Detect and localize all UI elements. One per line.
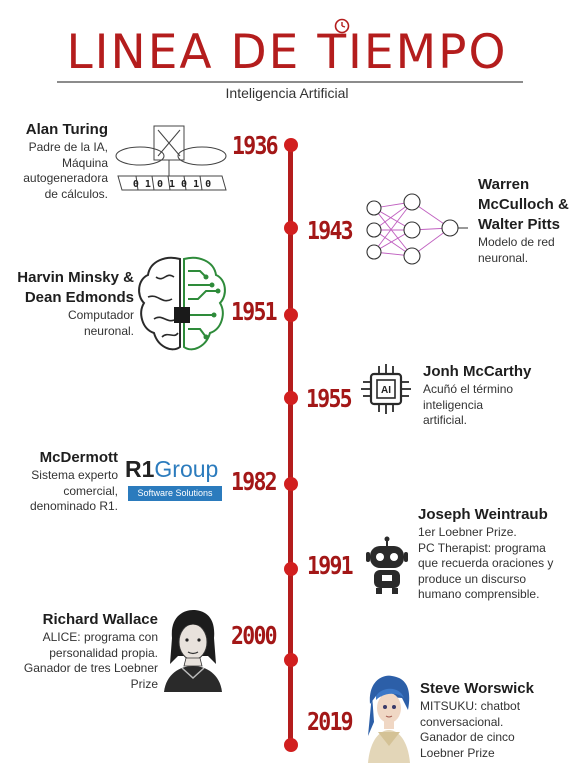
clock-icon [334,18,350,34]
event-1982-text: McDermott Sistema experto comercial, den… [2,448,118,515]
year-label: 1982 [231,467,278,496]
event-desc-line: Prize [130,676,158,691]
event-1943-text: Warren McCulloch & Walter Pitts Modelo d… [478,175,574,266]
alice-portrait [164,610,222,692]
event-1991-text: Joseph Weintraub 1er Loebner Prize. PC T… [418,505,574,603]
timeline-dot-1951 [284,308,298,322]
event-name: Walter Pitts [478,216,560,233]
year-label: 1991 [307,551,354,580]
event-desc-line: Acuñó el término [423,382,514,396]
ai-chip-icon: AI [361,364,411,414]
event-name: Richard Wallace [42,611,158,628]
year-label: 1955 [306,384,353,413]
event-name: Jonh McCarthy [423,363,532,380]
event-desc-line: Ganador de cinco [420,730,515,744]
event-name: Harvin Minsky & [17,269,134,286]
event-name: Dean Edmonds [24,289,134,306]
event-desc-line: PC Therapist: programa [418,540,546,555]
robot-icon [366,536,408,594]
year-label: 2019 [307,707,354,736]
event-name: Alan Turing [25,121,108,138]
timeline-dot-1943 [284,221,298,235]
event-desc-line: neuronal. [83,323,134,338]
event-desc-line: humano comprensible. [418,587,540,601]
event-desc-line: conversacional. [420,714,504,729]
year-label: 2000 [231,621,278,650]
event-1955-text: Jonh McCarthy Acuñó el término inteligen… [423,362,543,429]
event-name: Steve Worswick [420,680,534,697]
event-desc-line: 1er Loebner Prize. [418,525,517,539]
timeline-dot-1982 [284,477,298,491]
event-desc-line: denominado R1. [29,499,118,513]
event-name: Joseph Weintraub [418,506,548,523]
logo-r1-text: R1 [125,456,155,482]
turing-tape-text: 0 1 0 1 0 1 0 [133,179,211,190]
circuit-brain-icon [138,256,226,351]
event-2019-text: Steve Worswick MITSUKU: chatbot conversa… [420,679,570,761]
event-desc-line: Máquina [61,155,108,170]
event-desc-line: artificial. [423,413,468,427]
event-name: Warren [478,176,530,193]
timeline-dot-2019 [284,738,298,752]
event-desc-line: Loebner Prize [420,745,495,760]
mitsuku-avatar [368,675,410,763]
event-desc-line: ALICE: programa con [42,630,158,644]
event-2000-text: Richard Wallace ALICE: programa con pers… [2,610,158,692]
event-desc-line: Computador [67,308,134,322]
event-desc-line: produce un discurso [418,571,527,586]
event-desc-line: Padre de la IA, [28,140,108,154]
r1-group-logo: R1Group Software Solutions [125,456,223,506]
turing-machine-icon: 0 1 0 1 0 1 0 [115,125,227,191]
timeline-dot-1936 [284,138,298,152]
timeline-dot-1991 [284,562,298,576]
event-desc-line: Ganador de tres Loebner [23,661,158,675]
timeline-dot-1955 [284,391,298,405]
event-desc-line: MITSUKU: chatbot [420,699,521,713]
event-1936-text: Alan Turing Padre de la IA, Máquina auto… [0,120,108,202]
chip-label: AI [381,385,391,396]
neural-network-icon [366,193,468,265]
logo-group-text: Group [154,456,219,482]
event-desc-line: Sistema experto [31,468,118,482]
event-desc-line: de cálculos. [44,186,108,201]
event-1951-text: Harvin Minsky & Dean Edmonds Computador … [0,268,134,339]
event-desc-line: personalidad propia. [49,645,158,660]
logo-tagline: Software Solutions [128,486,222,501]
event-desc-line: que recuerda oraciones y [418,556,554,570]
event-desc-line: inteligencia [423,397,484,412]
year-label: 1943 [307,216,354,245]
event-desc-line: neuronal. [478,250,529,265]
timeline-dot-2000 [284,653,298,667]
page-title: LINEA DE TIEMPO [66,25,508,80]
event-name: McDermott [39,449,118,466]
event-desc-line: autogeneradora [23,171,108,185]
year-label: 1936 [232,131,279,160]
event-desc-line: comercial, [63,483,118,498]
page-subtitle: Inteligencia Artificial [225,85,349,101]
event-desc-line: Modelo de red [478,235,555,249]
timeline-axis [288,143,293,748]
year-label: 1951 [231,297,278,326]
event-name: McCulloch & [478,196,569,213]
title-divider [57,81,523,83]
